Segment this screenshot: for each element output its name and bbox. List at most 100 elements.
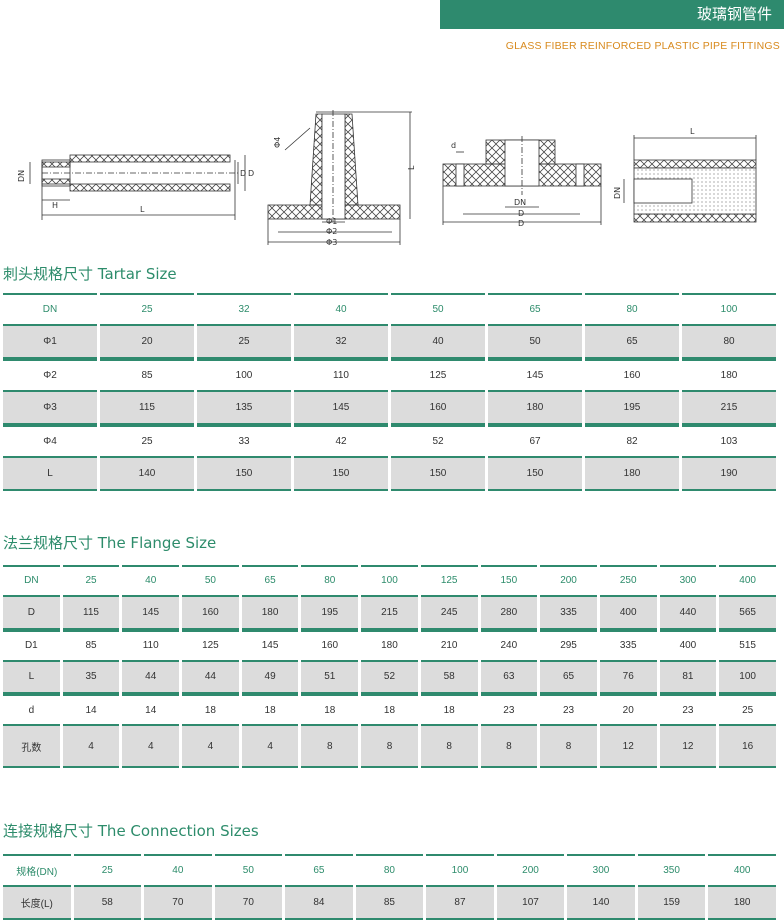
tartar-cell: 115: [100, 389, 194, 425]
flange-cell: 65: [241, 565, 299, 595]
flange-cell: 125: [420, 565, 478, 595]
tartar-cell: 100: [197, 358, 291, 390]
flange-cell: 145: [122, 594, 180, 630]
flange-cell: 210: [420, 629, 478, 660]
flange-cell: 23: [540, 694, 597, 724]
flange-cell: 8: [361, 724, 418, 768]
technical-drawings: DN H L D D Φ4 Φ1 Φ2 Φ3 L d DN D: [17, 110, 757, 247]
flange-cell: 125: [182, 629, 239, 660]
flange-cell: 400: [719, 565, 776, 595]
tartar-cell: 42: [294, 424, 388, 456]
flange-cell: 250: [599, 565, 657, 595]
flange-cell: 81: [659, 659, 717, 695]
flange-cell: 295: [540, 629, 597, 660]
tartar-row-label: Φ2: [3, 358, 97, 390]
connection-cell: 159: [637, 885, 706, 920]
connection-cell: 400: [708, 854, 776, 885]
tartar-row-label: Φ3: [3, 389, 97, 425]
flange-cell: 52: [361, 659, 418, 695]
flange-cell: 335: [540, 594, 597, 630]
flange-cell: 8: [420, 724, 478, 768]
flange-cell: 240: [480, 629, 538, 660]
flange-cell: 40: [122, 565, 180, 595]
header-title-en: GLASS FIBER REINFORCED PLASTIC PIPE FITT…: [505, 40, 780, 52]
tartar-cell: 103: [682, 424, 776, 456]
connection-cell: 85: [355, 885, 424, 920]
header-banner: 玻璃钢管件: [440, 0, 784, 29]
connection-label-dn: DN: [613, 187, 622, 199]
pipe-label-h: H: [52, 201, 58, 210]
flange-cell: 160: [301, 629, 359, 660]
flange-cell: 565: [719, 594, 776, 630]
tartar-cell: 150: [294, 455, 388, 491]
tartar-cell: 40: [294, 293, 388, 324]
flange-label-d2: D: [518, 219, 524, 228]
tartar-cell: 50: [391, 293, 485, 324]
connection-cell: 107: [496, 885, 565, 920]
flange-cell: 400: [599, 594, 657, 630]
flange-cell: 23: [480, 694, 538, 724]
tartar-cell: 145: [488, 358, 582, 390]
connection-cell: 70: [214, 885, 283, 920]
flange-cell: 4: [182, 724, 239, 768]
tartar-cell: 100: [682, 293, 776, 324]
flange-drawing: [442, 136, 602, 225]
connection-label-l: L: [690, 127, 695, 136]
flange-cell: 4: [241, 724, 299, 768]
flange-cell: 65: [540, 659, 597, 695]
tartar-cell: 125: [391, 358, 485, 390]
connection-cell: 200: [496, 854, 565, 885]
flange-cell: 12: [659, 724, 717, 768]
connection-cell: 80: [355, 854, 424, 885]
flange-cell: 51: [301, 659, 359, 695]
connection-cell: 50: [214, 854, 283, 885]
tartar-row-label: DN: [3, 293, 97, 324]
tartar-cell: 180: [585, 455, 679, 491]
tartar-cell: 20: [100, 323, 194, 359]
tartar-drawing: [267, 110, 412, 245]
tartar-cell: 160: [391, 389, 485, 425]
flange-cell: 44: [182, 659, 239, 695]
tartar-cell: 150: [488, 455, 582, 491]
connection-cell: 70: [144, 885, 212, 920]
tartar-cell: 195: [585, 389, 679, 425]
tartar-cell: 33: [197, 424, 291, 456]
flange-cell: 8: [540, 724, 597, 768]
tartar-cell: 160: [585, 358, 679, 390]
flange-cell: 18: [182, 694, 239, 724]
connection-row-label: 规格(DN): [3, 854, 71, 885]
pipe-label-d1: D: [240, 169, 246, 178]
tartar-section-title: 刺头规格尺寸 Tartar Size: [3, 265, 177, 283]
tartar-cell: 65: [488, 293, 582, 324]
header-title-cn: 玻璃钢管件: [696, 5, 772, 23]
pipe-label-l: L: [140, 205, 145, 214]
pipe-label-d: D: [248, 169, 254, 178]
tartar-cell: 180: [488, 389, 582, 425]
connection-drawing: [623, 135, 757, 223]
tartar-cell: 25: [100, 293, 194, 324]
flange-row-label: D: [3, 594, 60, 630]
flange-cell: 300: [659, 565, 717, 595]
tartar-label-phi2: Φ2: [326, 227, 337, 236]
tartar-cell: 215: [682, 389, 776, 425]
flange-cell: 245: [420, 594, 478, 630]
connection-cell: 40: [144, 854, 212, 885]
flange-cell: 145: [241, 629, 299, 660]
tartar-row-label: L: [3, 455, 97, 491]
flange-row-label: L: [3, 659, 60, 695]
flange-cell: 18: [420, 694, 478, 724]
tartar-row-label: Φ1: [3, 323, 97, 359]
connection-cell: 350: [637, 854, 706, 885]
